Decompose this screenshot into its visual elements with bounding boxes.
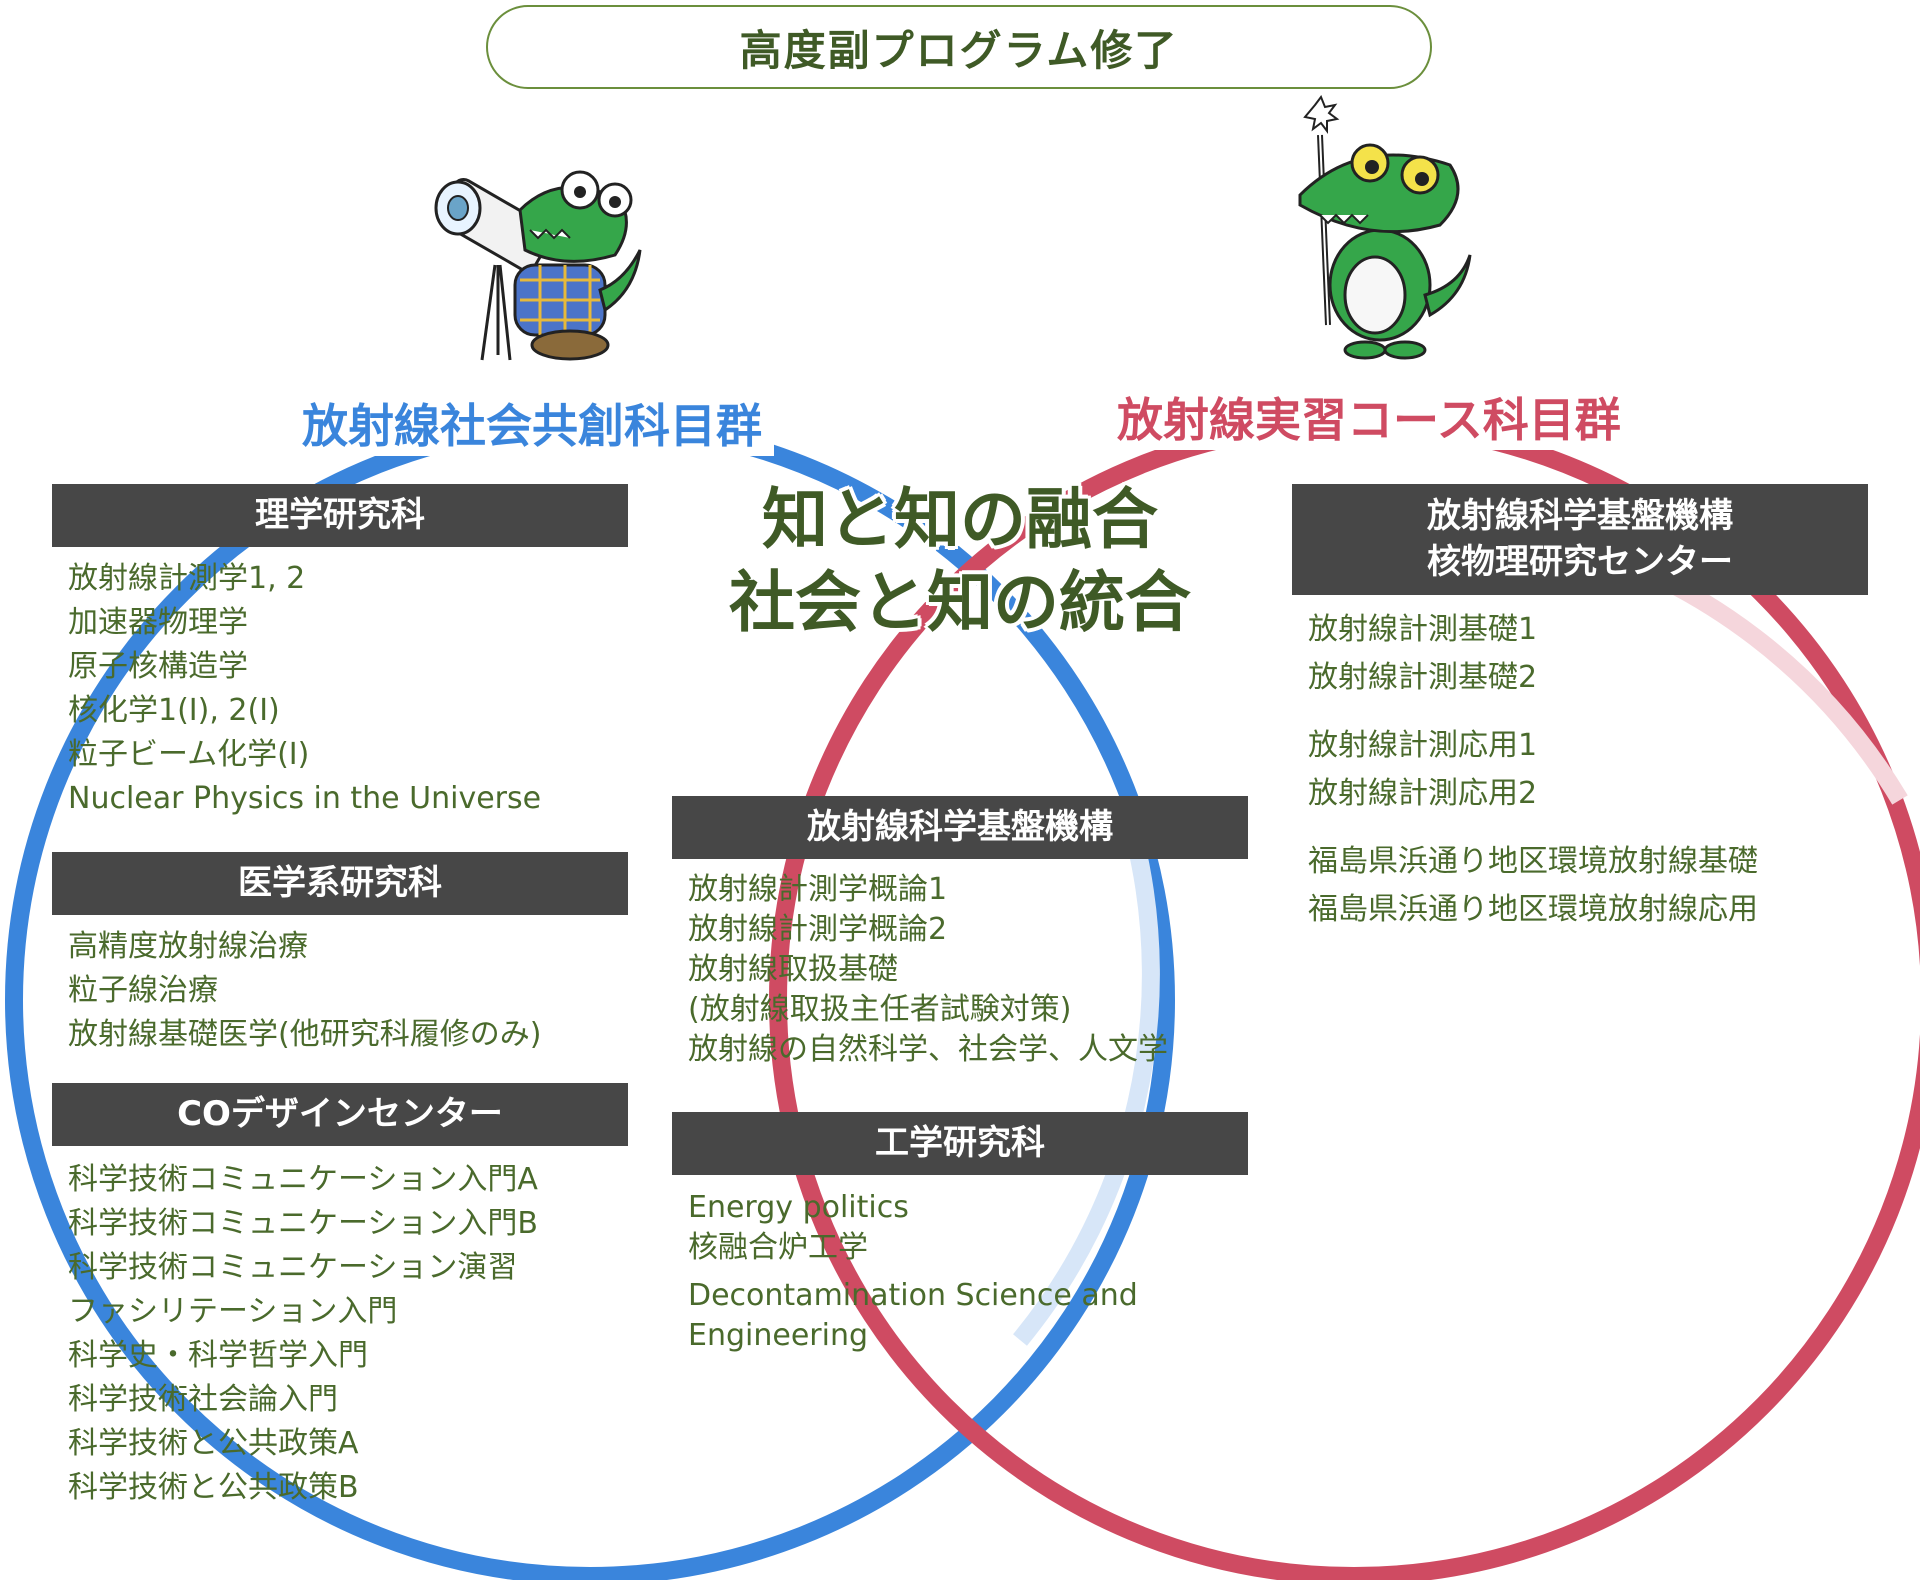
list-item: 加速器物理学 [68, 605, 248, 640]
program-completion-banner: 高度副プログラム修了 [486, 5, 1432, 89]
section-header-radiation-institute-center: 放射線科学基盤機構 [672, 796, 1248, 859]
list-item: 原子核構造学 [68, 649, 248, 684]
right-group-title: 放射線実習コース科目群 [1105, 384, 1633, 450]
list-item: Decontamination Science and [688, 1278, 1138, 1313]
list-item: 福島県浜通り地区環境放射線応用 [1308, 892, 1758, 927]
section-header-radiation-institute-rcnp: 放射線科学基盤機構 核物理研究センター [1292, 484, 1868, 595]
list-item: 福島県浜通り地区環境放射線基礎 [1308, 844, 1758, 879]
list-item: (放射線取扱主任者試験対策) [688, 992, 1072, 1027]
section-items-engineering: Energy politics 核融合炉工学 Decontamination S… [688, 1188, 1138, 1356]
left-circle-faded-arc [1013, 837, 1160, 1346]
list-item: 放射線計測学概論1 [688, 872, 948, 907]
section-header-science: 理学研究科 [52, 484, 628, 547]
section-items-codesign: 科学技術コミュニケーション入門A 科学技術コミュニケーション入門B 科学技術コミ… [68, 1158, 538, 1510]
list-item: 放射線計測応用2 [1308, 776, 1538, 811]
list-item: 核化学1(I), 2(I) [68, 693, 280, 728]
section-header-engineering: 工学研究科 [672, 1112, 1248, 1175]
list-item: ファシリテーション入門 [68, 1294, 398, 1329]
section-header-codesign: COデザインセンター [52, 1083, 628, 1146]
list-item: 粒子線治療 [68, 973, 218, 1008]
crocodile-pointer-mascot-icon [1298, 95, 1472, 360]
list-item: 放射線計測学概論2 [688, 912, 948, 947]
section-items-science: 放射線計測学1, 2 加速器物理学 原子核構造学 核化学1(I), 2(I) 粒… [68, 557, 541, 821]
header-line: 放射線科学基盤機構 [1427, 495, 1733, 536]
list-item: Energy politics [688, 1190, 909, 1225]
center-title: 知と知の融合 社会と知の統合 [650, 478, 1270, 644]
list-item: 放射線計測学1, 2 [68, 561, 306, 596]
list-item: 高精度放射線治療 [68, 929, 308, 964]
list-item: 放射線基礎医学(他研究科履修のみ) [68, 1017, 542, 1052]
list-item: 放射線の自然科学、社会学、人文学 [688, 1032, 1168, 1067]
list-item: Nuclear Physics in the Universe [68, 781, 542, 816]
section-header-medicine: 医学系研究科 [52, 852, 628, 915]
list-item: 放射線計測基礎1 [1308, 612, 1538, 647]
center-title-line-2: 社会と知の統合 [729, 564, 1191, 642]
list-item: 科学技術コミュニケーション演習 [68, 1250, 518, 1285]
list-item: 科学技術社会論入門 [68, 1382, 338, 1417]
list-item: 核融合炉工学 [688, 1230, 868, 1265]
left-group-title: 放射線社会共創科目群 [290, 390, 774, 456]
list-item: 放射線取扱基礎 [688, 952, 898, 987]
section-items-radiation-institute-center: 放射線計測学概論1 放射線計測学概論2 放射線取扱基礎 (放射線取扱主任者試験対… [688, 870, 1168, 1070]
list-item: 粒子ビーム化学(I) [68, 737, 310, 772]
list-item: 科学技術コミュニケーション入門B [68, 1206, 538, 1241]
list-item: 放射線計測応用1 [1308, 728, 1538, 763]
header-line: 核物理研究センター [1427, 541, 1733, 582]
crocodile-telescope-mascot-icon [434, 170, 642, 361]
section-items-medicine: 高精度放射線治療 粒子線治療 放射線基礎医学(他研究科履修のみ) [68, 925, 541, 1057]
list-item: 科学史・科学哲学入門 [68, 1338, 368, 1373]
list-item: 科学技術と公共政策A [68, 1426, 359, 1461]
section-items-rcnp: 放射線計測基礎1 放射線計測基礎2 放射線計測応用1 放射線計測応用2 福島県浜… [1308, 606, 1758, 934]
list-item: Engineering [688, 1318, 868, 1353]
center-title-line-1: 知と知の融合 [762, 481, 1158, 558]
list-item: 科学技術と公共政策B [68, 1470, 359, 1505]
list-item: 科学技術コミュニケーション入門A [68, 1162, 538, 1197]
list-item: 放射線計測基礎2 [1308, 660, 1538, 695]
